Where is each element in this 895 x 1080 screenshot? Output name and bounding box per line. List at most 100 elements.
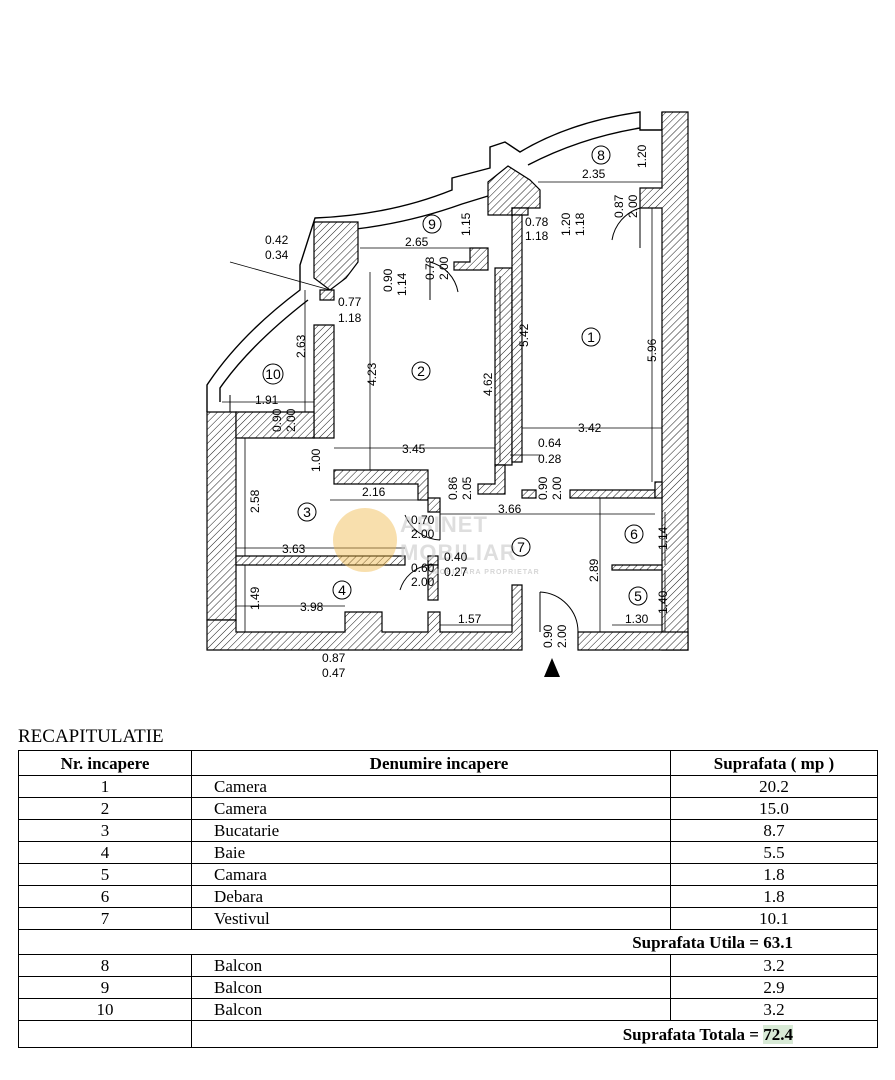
walls [206,111,689,651]
room-10-marker [262,363,284,385]
dim-label: 1.57 [458,612,482,626]
room-8-number: 8 [597,147,605,163]
room-6-number: 6 [630,526,638,542]
dim-label: 5.96 [645,338,659,362]
dim-label: 0.60 [411,561,435,575]
cell-nr: 4 [18,841,192,864]
dim-label: 4.23 [365,362,379,386]
recap-table: Nr. incapere Denumire incapere Suprafata… [18,750,878,1048]
dim-label: 1.49 [248,586,262,610]
cell-area: 1.8 [670,863,878,886]
cell-name: Camara [191,863,671,886]
cell-name: Debara [191,885,671,908]
table-row: 10 Balcon 3.2 [18,998,878,1021]
cell-name: Balcon [191,954,671,977]
dim-label: 1.14 [395,272,409,296]
header-denumire: Denumire incapere [191,750,671,776]
dim-label: 2.00 [411,575,435,589]
room-2-number: 2 [417,363,425,379]
cell-nr: 10 [18,998,192,1021]
dim-label: 2.35 [582,167,606,181]
cell-area: 10.1 [670,907,878,930]
cell-area: 8.7 [670,819,878,842]
dim-label: 2.05 [460,476,474,500]
room-9-marker [422,214,442,234]
cell-area: 5.5 [670,841,878,864]
cell-area: 2.9 [670,976,878,999]
cell-nr: 6 [18,885,192,908]
dim-label: 2.00 [437,256,451,280]
cell-nr: 9 [18,976,192,999]
dim-label: 2.00 [284,408,298,432]
cell-nr: 7 [18,907,192,930]
dim-label: 1.18 [338,311,362,325]
room-10-number: 10 [265,366,281,382]
dim-label: 2.16 [362,485,386,499]
dim-label: 0.78 [525,215,549,229]
dim-label: 4.62 [481,372,495,396]
room-7-marker [511,537,531,557]
dim-label: 2.89 [587,558,601,582]
dim-label: 0.90 [270,408,284,432]
dim-label: 3.98 [300,600,324,614]
table-row: 7 Vestivul 10.1 [18,907,878,930]
room-labels [262,145,648,606]
room-9-number: 9 [428,216,436,232]
cell-name: Balcon [191,998,671,1021]
cell-name: Baie [191,841,671,864]
dim-label: 1.40 [656,590,670,614]
dim-label: 0.90 [381,268,395,292]
dim-label: 3.42 [578,421,602,435]
table-row: 1 Camera 20.2 [18,775,878,798]
dim-label: 2.63 [294,334,308,358]
dimension-lines [222,181,666,632]
dim-label: 2.00 [555,624,569,648]
dim-label: 0.34 [265,248,289,262]
dim-label: 0.40 [444,550,468,564]
table-row: 4 Baie 5.5 [18,841,878,864]
dim-label: 0.27 [444,565,468,579]
room-2-marker [411,361,431,381]
table-row: 3 Bucatarie 8.7 [18,819,878,842]
dim-label: 1.20 [559,212,573,236]
room-5-marker [628,586,648,606]
cell-nr: 8 [18,954,192,977]
table-row: 2 Camera 15.0 [18,797,878,820]
total-row: Suprafata Totala = 72.4 [18,1020,878,1048]
room-8-marker [591,145,611,165]
dim-label: 1.18 [573,212,587,236]
room-4-marker [332,580,352,600]
dim-label: 3.63 [282,542,306,556]
dim-label: 1.91 [255,393,279,407]
cell-area: 3.2 [670,998,878,1021]
dim-label: 0.90 [536,476,550,500]
cell-nr: 2 [18,797,192,820]
watermark-circle-icon [333,508,397,572]
cell-nr: 3 [18,819,192,842]
dim-label: 0.28 [538,452,562,466]
dim-label: 0.42 [265,233,289,247]
cell-empty [18,1020,192,1048]
cell-name: Camera [191,775,671,798]
dim-label: 1.00 [309,448,323,472]
room-numbers: 8 9 1 2 10 3 7 6 4 5 [265,147,642,604]
cell-nr: 1 [18,775,192,798]
dimension-labels-vertical: 1.20 0.87 2.00 1.15 1.20 1.18 0.78 2.00 … [248,144,670,648]
cell-name: Balcon [191,976,671,999]
dim-label: 1.15 [459,212,473,236]
cell-name: Vestivul [191,907,671,930]
suprafata-utila: Suprafata Utila = 63.1 [18,929,878,955]
dim-label: 0.70 [411,513,435,527]
subtotal-row: Suprafata Utila = 63.1 [18,929,878,955]
room-3-marker [297,502,317,522]
dimension-labels: 2.35 0.78 1.18 0.42 0.34 2.65 0.77 1.18 … [255,167,649,680]
cell-nr: 5 [18,863,192,886]
dim-label: 2.00 [411,527,435,541]
table-row: 6 Debara 1.8 [18,885,878,908]
entrance-arrow-icon [544,658,560,677]
cell-name: Camera [191,797,671,820]
room-5-number: 5 [634,588,642,604]
cell-area: 15.0 [670,797,878,820]
dim-label: 2.00 [626,194,640,218]
dim-label: 0.77 [338,295,362,309]
